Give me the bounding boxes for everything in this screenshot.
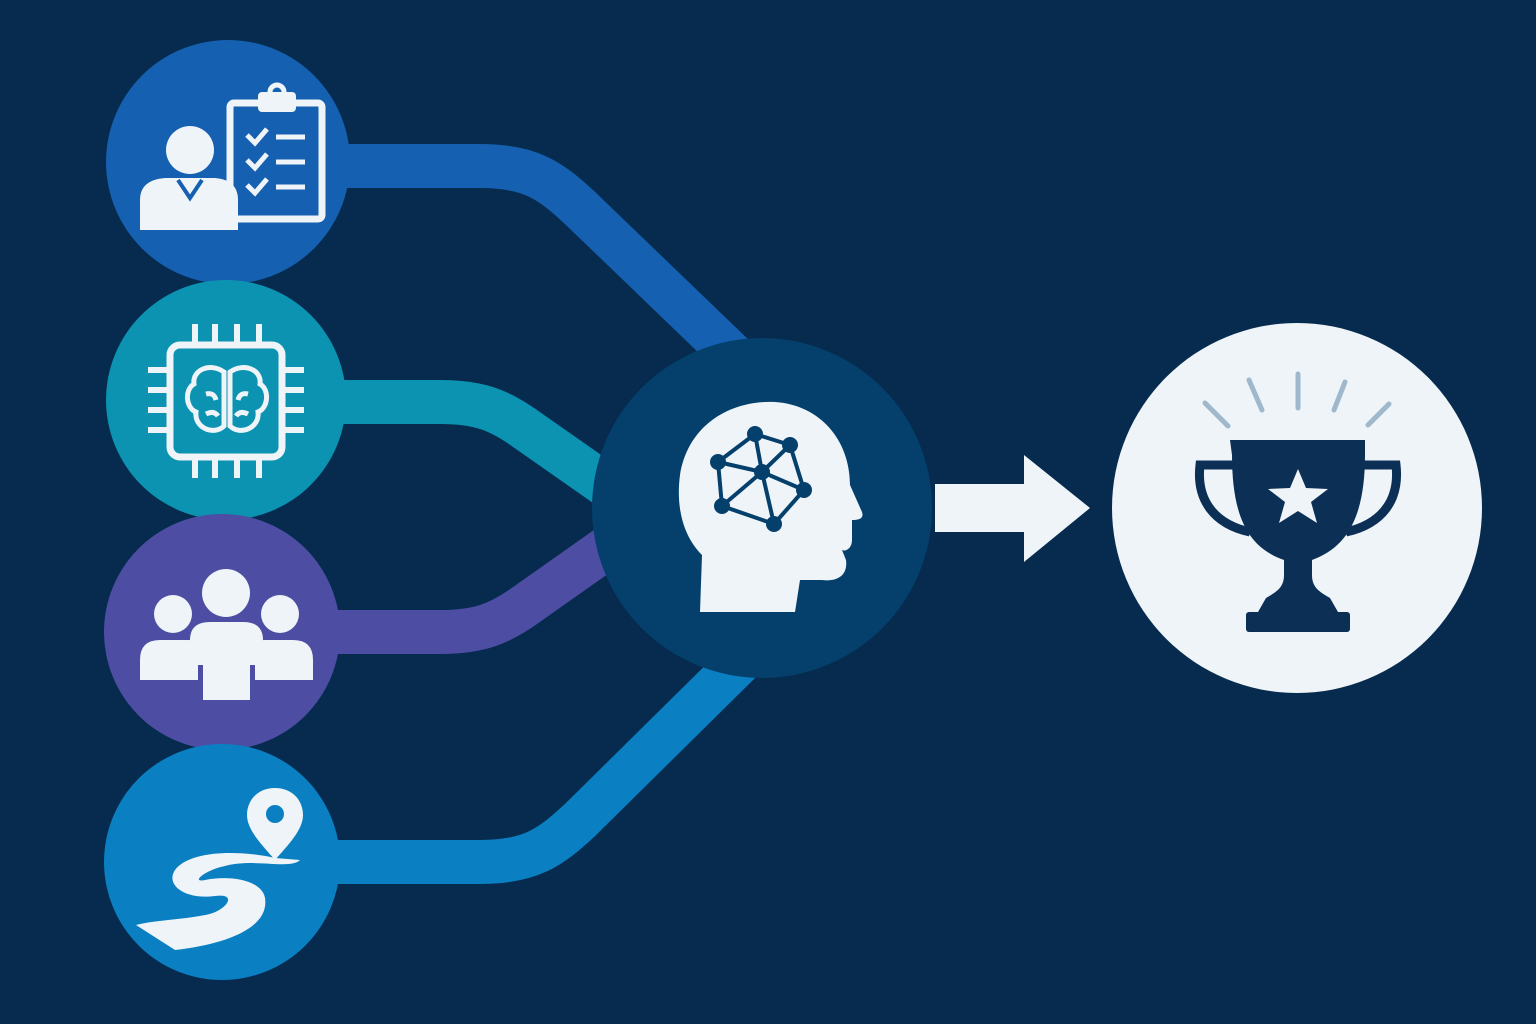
input-ai-chip [106,280,346,520]
input-expert-checklist [106,40,350,284]
connector-4 [330,646,756,884]
hub-node [592,338,932,678]
path-location-icon [136,788,303,950]
right-arrow-icon [935,455,1090,562]
connector-2 [330,380,633,514]
group-icon [140,569,313,700]
outcome-node [1112,323,1482,693]
connector-3 [330,517,638,654]
brain-chip-icon [148,324,304,478]
trophy-star-icon [1194,371,1402,632]
input-journey [104,744,340,980]
connector-1 [340,144,756,378]
person-clipboard-icon [140,82,326,230]
head-network-icon [678,401,863,612]
input-team [104,514,340,750]
